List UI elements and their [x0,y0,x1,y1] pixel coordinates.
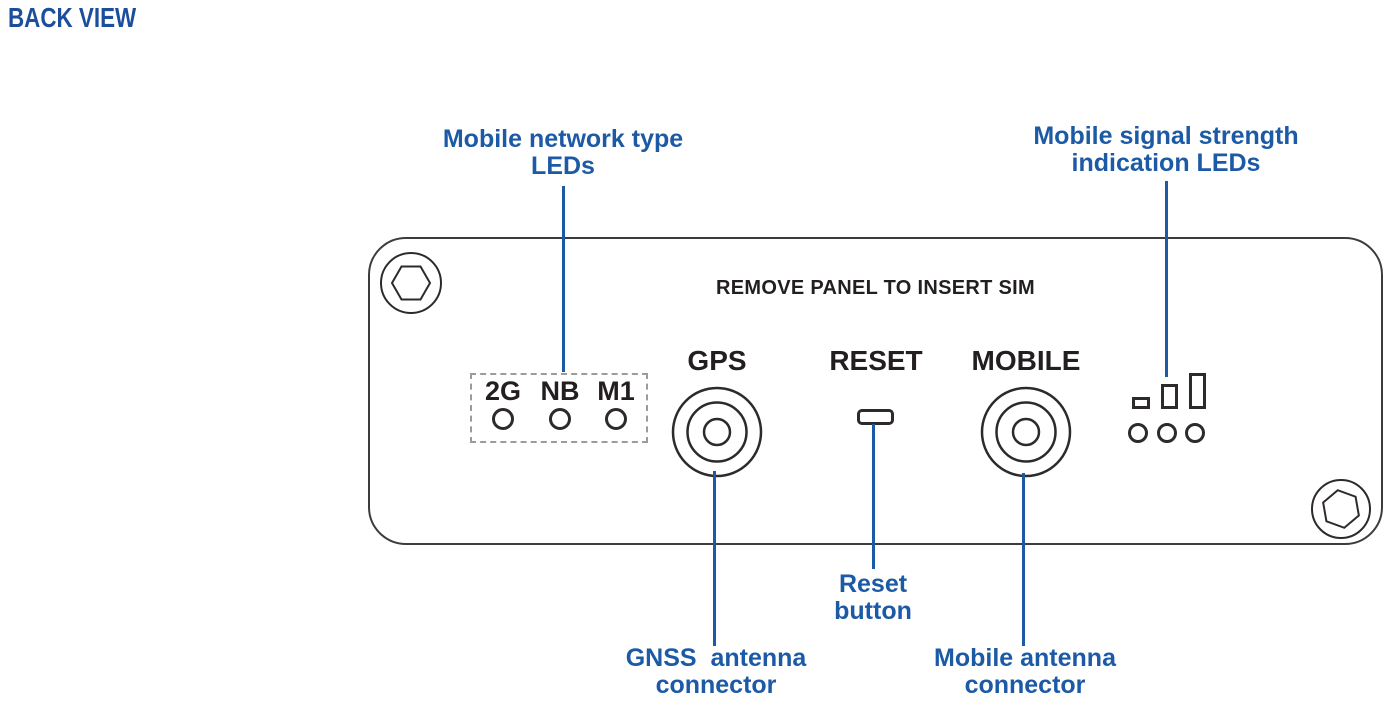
screw-icon-bottom-right [1311,479,1371,539]
callout-network-type-leds-line1: Mobile network type [442,125,684,153]
reset-port-label: RESET [829,345,923,376]
callout-mobile-connector-line1: Mobile antenna [934,644,1116,672]
callout-line-signal-strength-leds [1165,181,1168,377]
led-2g-label: 2G [484,376,522,406]
led-m1-indicator [605,408,627,430]
callout-line-gnss-connector [713,471,716,646]
callout-line-network-type-leds [562,186,565,372]
led-2g-indicator [492,408,514,430]
led-nb: NB [530,377,590,430]
signal-bar-medium-icon [1161,384,1178,409]
device-back-panel: REMOVE PANEL TO INSERT SIM 2G NB M1 [368,237,1383,545]
callout-reset-button-line1: Reset [838,570,908,598]
led-m1: M1 [586,377,646,430]
callout-mobile-connector: Mobile antenna connector [900,645,1150,699]
network-type-led-group: 2G NB M1 [470,373,648,443]
signal-bar-small-icon [1132,397,1150,409]
callout-line-reset-button [872,424,875,569]
sim-notice-text: REMOVE PANEL TO INSERT SIM [716,277,1035,299]
gps-port-label: GPS [687,345,747,376]
signal-led-1 [1128,423,1148,443]
led-2g: 2G [473,377,533,430]
gnss-antenna-connector-icon [671,386,763,478]
callout-signal-strength-leds-line1: Mobile signal strength [1033,122,1299,150]
mobile-antenna-connector-icon [980,386,1072,478]
mobile-port-label: MOBILE [971,345,1081,376]
callout-signal-strength-leds-line2: indication LEDs [1071,149,1261,177]
callout-gnss-connector-line1: GNSS antenna [625,644,807,672]
led-nb-label: NB [540,376,580,406]
callout-network-type-leds: Mobile network type LEDs [413,126,713,180]
callout-mobile-connector-line2: connector [964,671,1086,699]
signal-bar-large-icon [1189,373,1206,409]
signal-led-3 [1185,423,1205,443]
led-m1-label: M1 [597,376,635,406]
callout-reset-button: Reset button [773,571,973,625]
callout-gnss-connector: GNSS antenna connector [591,645,841,699]
page-title: BACK VIEW [8,2,137,33]
callout-line-mobile-connector [1022,473,1025,646]
reset-button[interactable] [857,409,894,425]
callout-gnss-connector-line2: connector [655,671,777,699]
signal-led-2 [1157,423,1177,443]
callout-reset-button-line2: button [834,597,912,625]
callout-signal-strength-leds: Mobile signal strength indication LEDs [1016,123,1316,177]
led-nb-indicator [549,408,571,430]
callout-network-type-leds-line2: LEDs [531,152,595,180]
screw-icon-top-left [380,252,442,314]
